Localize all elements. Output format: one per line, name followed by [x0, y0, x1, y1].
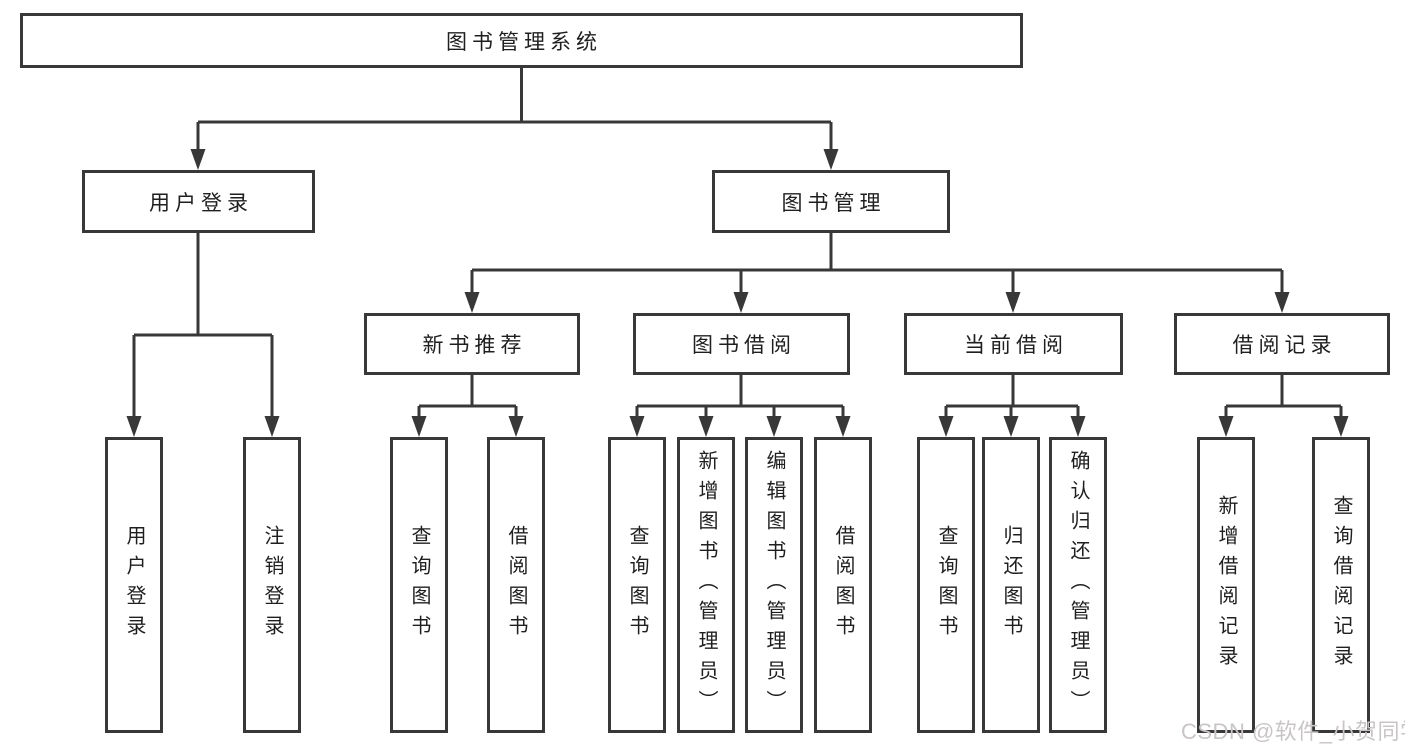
node-label: 用户登录 [123, 525, 145, 645]
node-label: 图书借阅 [692, 334, 796, 357]
leaf-borrow-books-2: 借阅图书 [814, 437, 872, 733]
node-borrowing-records: 借阅记录 [1174, 313, 1390, 375]
node-label: 查询图书 [935, 525, 957, 645]
node-label: 借阅图书 [505, 525, 527, 645]
node-label: 查询图书 [408, 525, 430, 645]
node-book-management: 图书管理 [712, 170, 950, 233]
node-label: 查询图书 [626, 525, 648, 645]
node-label: 图书管理系统 [446, 30, 602, 54]
node-label: 查询借阅记录 [1330, 495, 1352, 675]
node-label: 用户登录 [149, 191, 253, 215]
node-label: 借阅图书 [832, 525, 854, 645]
node-label: 注销登录 [261, 525, 283, 645]
leaf-user-login: 用户登录 [105, 437, 163, 733]
arrowheads [126, 149, 1349, 437]
node-book-borrowing: 图书借阅 [633, 313, 850, 375]
node-new-book-recommendation: 新书推荐 [364, 313, 580, 375]
leaf-query-books-2: 查询图书 [608, 437, 666, 733]
node-label: 图书管理 [781, 191, 886, 215]
node-label: 新书推荐 [422, 334, 527, 357]
leaf-add-book-admin: 新增图书（管理员） [677, 437, 735, 733]
leaf-query-books-1: 查询图书 [390, 437, 448, 733]
node-user-login: 用户登录 [82, 170, 315, 233]
leaf-query-books-3: 查询图书 [917, 437, 975, 733]
leaf-confirm-return-admin: 确认归还（管理员） [1049, 437, 1107, 733]
watermark: CSDN @软件_小贺同学 [1181, 719, 1405, 744]
leaf-add-borrow-record: 新增借阅记录 [1197, 437, 1255, 733]
leaf-return-book: 归还图书 [982, 437, 1040, 733]
leaf-query-borrow-record: 查询借阅记录 [1312, 437, 1370, 733]
leaf-edit-book-admin: 编辑图书（管理员） [745, 437, 803, 733]
node-current-borrowing: 当前借阅 [904, 313, 1123, 375]
node-label: 确认归还（管理员） [1067, 450, 1089, 720]
node-label: 归还图书 [1000, 525, 1022, 645]
node-label: 编辑图书（管理员） [763, 450, 785, 720]
node-label: 借阅记录 [1232, 334, 1337, 357]
leaf-logout: 注销登录 [243, 437, 301, 733]
node-label: 新增借阅记录 [1215, 495, 1237, 675]
node-library-management-system: 图书管理系统 [20, 13, 1023, 68]
node-label: 新增图书（管理员） [695, 450, 717, 720]
node-label: 当前借阅 [964, 334, 1068, 357]
leaf-borrow-books-1: 借阅图书 [487, 437, 545, 733]
